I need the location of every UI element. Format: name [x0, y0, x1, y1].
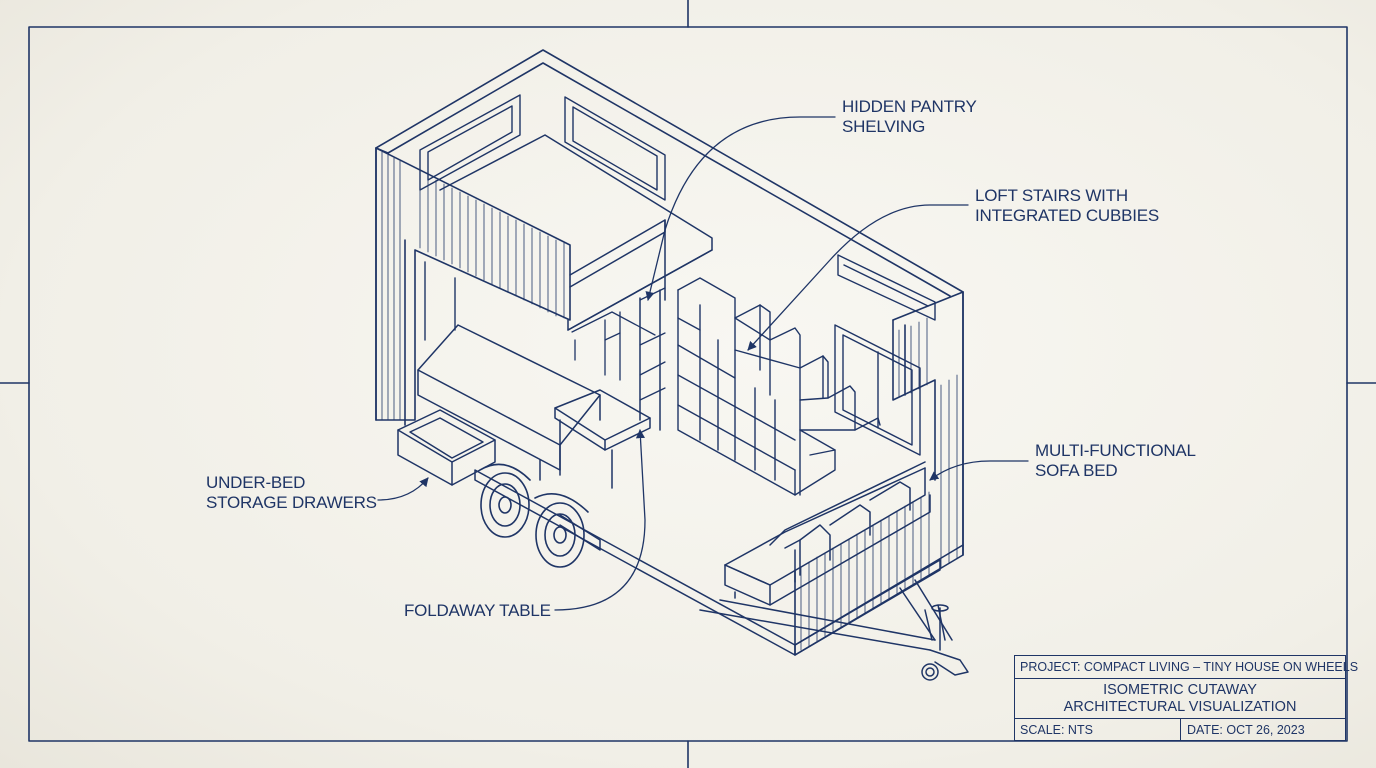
title-block-title: ISOMETRIC CUTAWAY ARCHITECTURAL VISUALIZ…	[1015, 679, 1345, 719]
callout-stairs-line1: LOFT STAIRS WITH	[975, 186, 1128, 205]
leader-lines	[377, 116, 1029, 611]
callout-stairs-line2: INTEGRATED CUBBIES	[975, 206, 1160, 225]
title-block-title-line1: ISOMETRIC CUTAWAY	[1103, 682, 1257, 698]
title-block-title-line2: ARCHITECTURAL VISUALIZATION	[1063, 699, 1297, 715]
title-block-date: DATE: OCT 26, 2023	[1187, 723, 1305, 737]
leader-stairs	[747, 204, 969, 351]
left-wall-siding	[381, 151, 565, 421]
callout-foldaway-table: FOLDAWAY TABLE	[404, 601, 551, 621]
foldaway-table	[554, 389, 651, 489]
windows	[419, 94, 936, 456]
callout-sofa-bed: MULTI-FUNCTIONAL SOFA BED	[1035, 441, 1196, 481]
sofa-bed	[724, 461, 931, 606]
house-shell	[375, 49, 964, 656]
callout-sofa-line2: SOFA BED	[1035, 461, 1118, 480]
callout-table-line1: FOLDAWAY TABLE	[404, 601, 551, 620]
leader-drawers	[377, 477, 429, 501]
callout-pantry-line1: HIDDEN PANTRY	[842, 97, 977, 116]
callout-hidden-pantry: HIDDEN PANTRY SHELVING	[842, 97, 977, 137]
callout-drawers-line2: STORAGE DRAWERS	[206, 493, 377, 512]
title-block-project: PROJECT: COMPACT LIVING – TINY HOUSE ON …	[1015, 656, 1358, 679]
callout-sofa-line1: MULTI-FUNCTIONAL	[1035, 441, 1196, 460]
leader-table	[554, 429, 646, 611]
callout-pantry-line2: SHELVING	[842, 117, 926, 136]
trailer-chassis	[474, 469, 969, 681]
callout-loft-stairs: LOFT STAIRS WITH INTEGRATED CUBBIES	[975, 186, 1159, 226]
callout-storage-drawers: UNDER-BED STORAGE DRAWERS	[206, 473, 377, 513]
loft-platform	[439, 134, 713, 431]
right-wall-siding	[800, 317, 958, 651]
leader-sofa	[929, 460, 1029, 481]
title-block: PROJECT: COMPACT LIVING – TINY HOUSE ON …	[1014, 655, 1358, 741]
bed-and-drawers	[397, 324, 601, 486]
title-block-footer: SCALE: NTS DATE: OCT 26, 2023	[1015, 719, 1345, 741]
pantry-cabinets	[571, 287, 666, 401]
leader-pantry	[645, 116, 836, 301]
callout-drawers-line1: UNDER-BED	[206, 473, 306, 492]
trailer-wheels	[479, 463, 589, 568]
loft-stairs	[677, 277, 881, 496]
title-block-scale: SCALE: NTS	[1015, 719, 1181, 741]
